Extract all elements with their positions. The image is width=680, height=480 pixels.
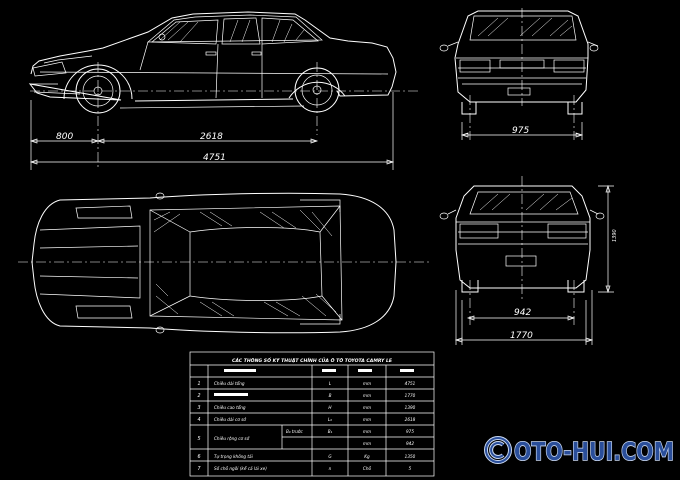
top-glass bbox=[153, 209, 337, 317]
row1-no: 1 bbox=[197, 381, 200, 387]
row1-unit: mm bbox=[363, 381, 371, 386]
row1-name: Chiều dài tổng bbox=[214, 381, 245, 386]
row3-value: 1390 bbox=[405, 405, 416, 410]
side-view: 800 2618 4751 bbox=[28, 11, 420, 170]
dim-front-overhang: 800 bbox=[56, 132, 73, 142]
side-window-glass bbox=[159, 19, 305, 43]
header-name-bar bbox=[224, 369, 256, 372]
row6-name: Tự trọng không tải bbox=[214, 454, 254, 459]
row7-no: 7 bbox=[197, 466, 200, 472]
row3-name: Chiều cao tổng bbox=[214, 405, 246, 410]
header-symbol-bar bbox=[322, 369, 336, 372]
copyright-icon bbox=[484, 436, 512, 464]
row7-name: Số chỗ ngồi (kể cả lái xe) bbox=[214, 466, 267, 471]
row5-value: 975 bbox=[406, 429, 414, 434]
row6-unit: Kg bbox=[364, 454, 370, 459]
row1-sym: L bbox=[329, 381, 332, 386]
windshield-glass bbox=[477, 17, 573, 37]
spec-table-title: CÁC THÔNG SỐ KỸ THUẬT CHÍNH CỦA Ô TÔ TOY… bbox=[232, 356, 393, 364]
dim-wheelbase: 2618 bbox=[200, 132, 223, 142]
row6-value: 1350 bbox=[405, 454, 416, 459]
front-view: 975 bbox=[439, 8, 599, 140]
row2-sym: B bbox=[329, 393, 332, 398]
row5b-value: 942 bbox=[406, 441, 414, 446]
row6-no: 6 bbox=[197, 454, 200, 460]
row5b-unit: mm bbox=[363, 441, 371, 446]
row7-value: 5 bbox=[409, 466, 412, 471]
dim-height: 1390 bbox=[612, 229, 618, 242]
row2-no: 2 bbox=[197, 393, 200, 399]
spec-table: CÁC THÔNG SỐ KỸ THUẬT CHÍNH CỦA Ô TÔ TOY… bbox=[189, 351, 435, 477]
row4-name: Chiều dài cơ sở bbox=[214, 417, 246, 422]
row5-sym: B₁ bbox=[328, 429, 333, 434]
watermark-text: OTO-HUI.COM bbox=[514, 437, 674, 466]
row7-sym: n bbox=[329, 466, 332, 471]
row7-unit: Chỗ bbox=[363, 466, 372, 471]
row2-value: 1770 bbox=[405, 393, 416, 398]
dim-front-track: 975 bbox=[512, 126, 529, 136]
row4-sym: L₀ bbox=[328, 417, 332, 422]
row4-unit: mm bbox=[363, 417, 371, 422]
row5-no: 5 bbox=[197, 436, 200, 442]
rear-view: 1390 942 1770 bbox=[439, 176, 618, 345]
oto-hui-watermark: OTO-HUI.COM bbox=[484, 436, 675, 467]
dim-overall-length: 4751 bbox=[203, 153, 226, 163]
row2-name-bar bbox=[214, 393, 248, 396]
header-unit-bar bbox=[358, 369, 372, 372]
row5-unit: mm bbox=[363, 429, 371, 434]
header-value-bar bbox=[400, 369, 414, 372]
row3-sym: H bbox=[328, 405, 332, 410]
row4-no: 4 bbox=[197, 417, 200, 423]
rear-window-glass bbox=[479, 193, 573, 211]
row5-sub: B₀ trước bbox=[286, 429, 303, 434]
top-view bbox=[18, 192, 430, 334]
dim-overall-width: 1770 bbox=[510, 331, 533, 341]
row6-sym: G bbox=[328, 454, 332, 459]
row5-name: Chiều rộng cơ sở bbox=[214, 436, 250, 441]
row4-value: 2618 bbox=[405, 417, 416, 422]
row3-no: 3 bbox=[197, 405, 200, 411]
dim-rear-track: 942 bbox=[514, 308, 531, 318]
row2-unit: mm bbox=[363, 393, 371, 398]
row3-unit: mm bbox=[363, 405, 371, 410]
row1-value: 4751 bbox=[405, 381, 416, 386]
